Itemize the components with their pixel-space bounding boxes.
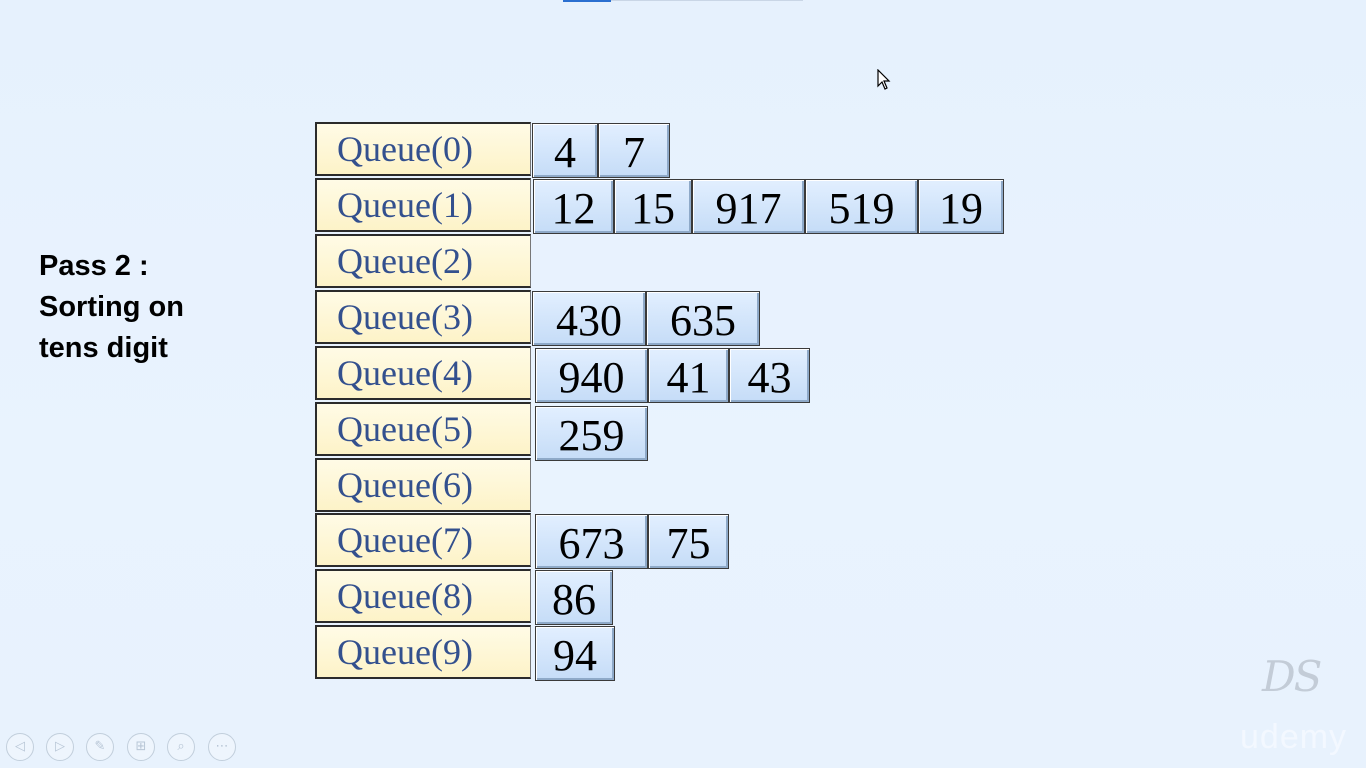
queue-label: Queue(8): [315, 569, 531, 623]
queue-label: Queue(0): [315, 122, 531, 176]
ds-logo: DS: [1262, 652, 1322, 701]
pass-title-line: Sorting on: [39, 291, 184, 323]
queue-element: 259: [535, 406, 648, 461]
mouse-cursor-icon: [877, 69, 891, 90]
queue-element: 635: [646, 291, 760, 346]
queue-element: 19: [918, 179, 1004, 234]
queue-element: 430: [532, 291, 646, 346]
slideshow-toolbar: ◁ ▷ ✎ ⊞ ⌕ ⋯: [6, 733, 246, 763]
more-options-button[interactable]: ⋯: [208, 733, 236, 761]
top-progress-indicator: [563, 0, 611, 2]
grid-icon: ⊞: [135, 739, 147, 754]
all-slides-button[interactable]: ⊞: [127, 733, 155, 761]
previous-slide-button[interactable]: ◁: [6, 733, 34, 761]
queue-element: 41: [648, 348, 729, 403]
queue-element: 94: [535, 626, 615, 681]
queue-element: 15: [614, 179, 692, 234]
queue-label: Queue(9): [315, 625, 531, 679]
queue-label: Queue(2): [315, 234, 531, 288]
pass-title-line: tens digit: [39, 332, 168, 364]
next-slide-button[interactable]: ▷: [46, 733, 74, 761]
queue-label: Queue(1): [315, 178, 531, 232]
arrow-left-icon: ◁: [15, 739, 25, 754]
queue-label: Queue(4): [315, 346, 531, 400]
queue-label: Queue(3): [315, 290, 531, 344]
queue-element: 75: [648, 514, 729, 569]
queue-element: 917: [692, 179, 805, 234]
queue-element: 4: [532, 123, 598, 178]
arrow-right-icon: ▷: [55, 739, 65, 754]
pass-title: Pass 2 : Sorting on tens digit: [39, 246, 259, 369]
pen-tool-button[interactable]: ✎: [86, 733, 114, 761]
queue-label: Queue(5): [315, 402, 531, 456]
more-icon: ⋯: [215, 739, 229, 754]
queue-label: Queue(6): [315, 458, 531, 512]
queue-element: 673: [535, 514, 648, 569]
pen-icon: ✎: [94, 739, 106, 754]
queue-element: 7: [598, 123, 670, 178]
queue-element: 12: [533, 179, 614, 234]
top-progress-track: [611, 0, 803, 1]
queue-label: Queue(7): [315, 513, 531, 567]
pass-title-line: Pass 2 :: [39, 250, 149, 282]
queue-element: 940: [535, 348, 648, 403]
udemy-watermark: udemy: [1240, 718, 1348, 756]
queue-element: 86: [535, 570, 613, 625]
zoom-button[interactable]: ⌕: [167, 733, 195, 761]
queue-element: 43: [729, 348, 810, 403]
magnifier-icon: ⌕: [177, 739, 185, 754]
queue-element: 519: [805, 179, 918, 234]
